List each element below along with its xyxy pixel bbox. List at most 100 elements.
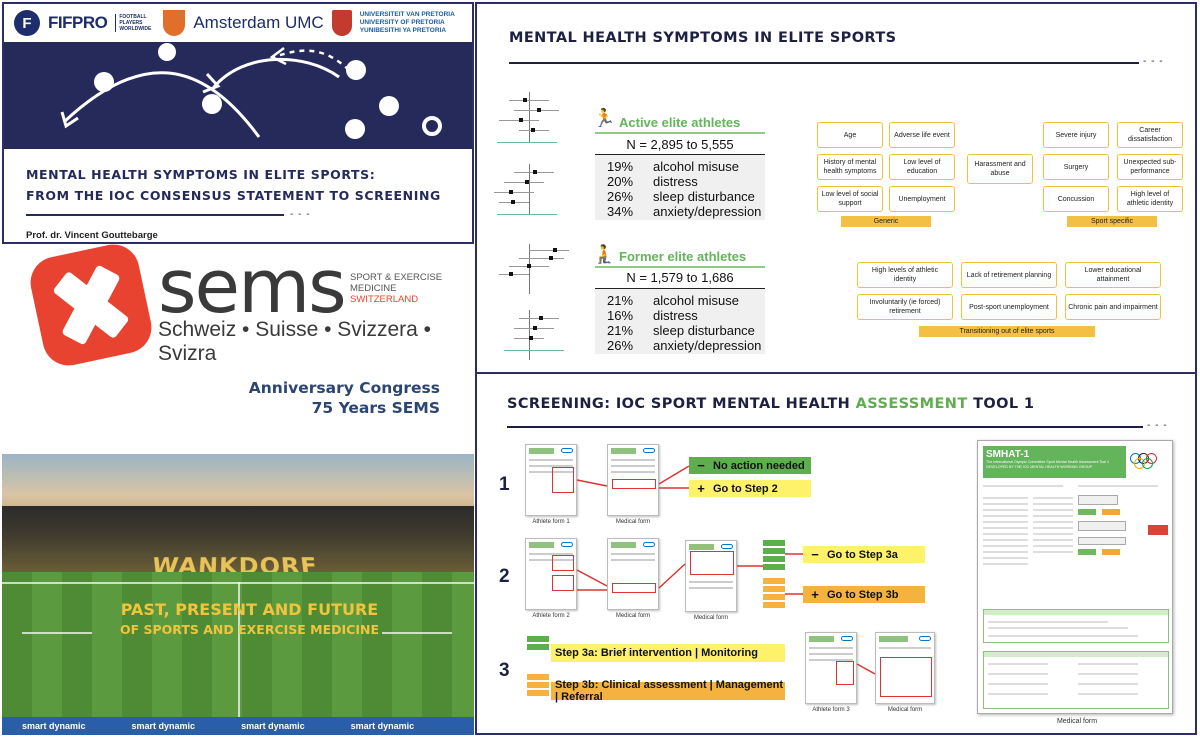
author-name: Prof. dr. Vincent Gouttebarge	[26, 230, 158, 241]
pretoria-text: UNIVERSITEIT VAN PRETORIA UNIVERSITY OF …	[359, 11, 455, 34]
amsterdam-umc-text: Amsterdam UMC	[193, 13, 324, 32]
symptoms-title: MENTAL HEALTH SYMPTOMS IN ELITE SPORTS	[509, 30, 897, 46]
step-3b-badge: Step 3b: Clinical assessment | Managemen…	[551, 679, 785, 703]
fifpro-subtitle: FOOTBALL PLAYERS WORLDWIDE	[115, 14, 155, 32]
factor-surgery: Surgery	[1043, 154, 1109, 180]
medical-form-1-caption: Medical form	[615, 519, 651, 525]
athlete-form-3-caption: Athlete form 3	[812, 707, 850, 713]
go-step-3b-badge: +Go to Step 3b	[803, 586, 925, 603]
screening-title: SCREENING: IOC SPORT MENTAL HEALTH ASSES…	[507, 396, 1035, 412]
stadium-image: WANKDORF PAST, PRESENT AND FUTURE OF SPO…	[2, 454, 474, 735]
congress-title: Anniversary Congress 75 Years SEMS	[248, 379, 440, 417]
tactics-diagram	[60, 43, 442, 139]
step-3-number: 3	[499, 660, 510, 681]
orange-score-column	[763, 578, 785, 610]
factor-education: Low level of education	[889, 154, 955, 180]
factor-educational-attainment: Lower educational attainment	[1065, 262, 1161, 288]
former-prevalence-list: 21%alcohol misuse 16%distress 21%sleep d…	[595, 288, 765, 354]
olympic-ring	[1142, 458, 1153, 469]
title-dashes: - - -	[1147, 420, 1168, 431]
athlete-form-1-thumb	[525, 444, 577, 516]
green-score-column-3	[527, 636, 549, 652]
title-rule	[509, 62, 1139, 64]
runner-icon: 🏃	[593, 108, 616, 128]
factor-retirement-planning: Lack of retirement planning	[961, 262, 1057, 288]
active-prevalence-list: 19%alcohol misuse 20%distress 26%sleep d…	[595, 154, 765, 220]
orange-score-column-3	[527, 674, 549, 698]
factor-social-support: Low level of social support	[817, 186, 883, 212]
factor-unemployment: Unemployment	[889, 186, 955, 212]
factor-age: Age	[817, 122, 883, 148]
step-1-number: 1	[499, 474, 510, 495]
factor-chronic-pain: Chronic pain and impairment	[1065, 294, 1161, 320]
factor-post-sport-unemployment: Post-sport unemployment	[961, 294, 1057, 320]
forest-plot-3	[489, 244, 569, 304]
amsterdam-umc-logo-icon	[163, 10, 186, 36]
sems-logo-block: sems SPORT & EXERCISE MEDICINE SWITZERLA…	[0, 239, 478, 454]
step-2-number: 2	[499, 566, 510, 587]
sems-wordmark: sems	[158, 244, 347, 330]
former-n: N = 1,579 to 1,686	[626, 270, 734, 285]
flow-arrows	[576, 465, 876, 675]
title-rule	[26, 214, 284, 216]
forest-plot-2	[489, 164, 569, 224]
athlete-form-2-thumb	[525, 538, 577, 610]
fifpro-logo-text: FIFPRO	[48, 13, 108, 32]
smhat-header: SMHAT-1 The International Olympic Commit…	[983, 446, 1126, 478]
former-heading: Former elite athletes	[619, 249, 747, 264]
presentation-title: MENTAL HEALTH SYMPTOMS IN ELITE SPORTS: …	[26, 167, 441, 203]
tactics-banner	[4, 42, 472, 149]
athlete-form-3-thumb	[805, 632, 857, 704]
smhat-caption: Medical form	[1056, 718, 1098, 725]
congress-slogan: PAST, PRESENT AND FUTURE OF SPORTS AND E…	[120, 600, 380, 637]
fifpro-logo-icon: F	[14, 10, 40, 36]
athlete-form-2-caption: Athlete form 2	[532, 613, 570, 619]
generic-label: Generic	[841, 216, 931, 227]
sems-tagline: SPORT & EXERCISE MEDICINE SWITZERLAND	[350, 272, 443, 305]
sport-specific-label: Sport specific	[1067, 216, 1157, 227]
factor-harassment: Harassment and abuse	[967, 154, 1033, 184]
medical-form-2a-thumb	[607, 538, 659, 610]
factor-severe-injury: Severe injury	[1043, 122, 1109, 148]
athlete-form-1-caption: Athlete form 1	[532, 519, 570, 525]
seated-athlete-icon: 🧎	[593, 244, 616, 264]
active-rule	[595, 132, 765, 134]
medical-form-2a-caption: Medical form	[615, 613, 651, 619]
medical-form-3-caption: Medical form	[887, 707, 923, 713]
medical-form-2b-thumb	[685, 540, 737, 612]
screening-slide: SCREENING: IOC SPORT MENTAL HEALTH ASSES…	[475, 372, 1197, 735]
title-rule	[507, 426, 1143, 428]
active-heading: Active elite athletes	[619, 115, 741, 130]
go-step-2-badge: +Go to Step 2	[689, 480, 811, 497]
medical-form-3-thumb	[875, 632, 935, 704]
football-pitch	[2, 572, 474, 735]
factor-forced-retirement: Involuntarily (ie forced) retirement	[857, 294, 953, 320]
forest-plot-4	[489, 310, 569, 370]
sems-cross-icon	[25, 239, 157, 371]
factor-adverse-life-event: Adverse life event	[889, 122, 955, 148]
title-dashes: - - -	[1143, 56, 1164, 67]
factor-sub-performance: Unexpected sub-performance	[1117, 154, 1183, 180]
symptoms-slide: MENTAL HEALTH SYMPTOMS IN ELITE SPORTS -…	[475, 2, 1197, 372]
smhat-1-document: SMHAT-1 The International Olympic Commit…	[977, 440, 1173, 714]
factor-history: History of mental health symptoms	[817, 154, 883, 180]
active-n: N = 2,895 to 5,555	[626, 137, 734, 152]
sems-languages: Schweiz • Suisse • Svizzera • Svizra	[158, 318, 431, 365]
medical-form-1-thumb	[607, 444, 659, 516]
stadium-stand	[2, 506, 474, 576]
step-3a-badge: Step 3a: Brief intervention | Monitoring	[551, 644, 785, 662]
factor-concussion: Concussion	[1043, 186, 1109, 212]
factor-career-dissatisfaction: Career dissatisfaction	[1117, 122, 1183, 148]
pretoria-crest-icon	[331, 10, 352, 36]
title-dashes: - - -	[290, 209, 311, 220]
green-score-column	[763, 540, 785, 572]
forest-plot-1	[489, 92, 569, 152]
medical-form-2b-caption: Medical form	[693, 615, 729, 621]
logo-bar: F FIFPRO FOOTBALL PLAYERS WORLDWIDE Amst…	[4, 4, 472, 42]
go-step-3a-badge: −Go to Step 3a	[803, 546, 925, 563]
factor-transition-identity: High levels of athletic identity	[857, 262, 953, 288]
former-rule	[595, 266, 765, 268]
transition-label: Transitioning out of elite sports	[919, 326, 1095, 337]
no-action-badge: −No action needed	[689, 457, 811, 474]
title-slide: F FIFPRO FOOTBALL PLAYERS WORLDWIDE Amst…	[2, 2, 474, 244]
